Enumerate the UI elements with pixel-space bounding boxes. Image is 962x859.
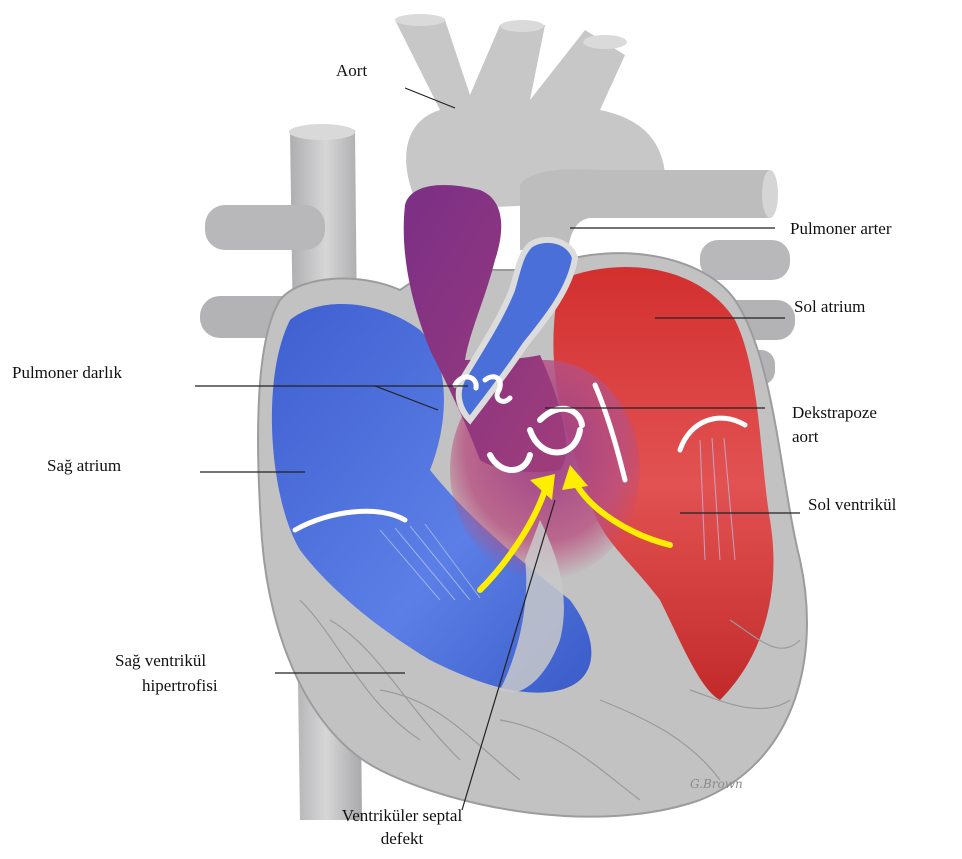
label-dekstrapoze-aort-line2: aort [792, 426, 818, 448]
label-vsd-line1: Ventriküler septal [322, 805, 482, 827]
label-sol-atrium: Sol atrium [794, 296, 865, 318]
label-sag-atrium: Sağ atrium [47, 455, 121, 477]
label-pulmoner-darlik: Pulmoner darlık [12, 362, 122, 384]
label-sol-ventrikul: Sol ventrikül [808, 494, 896, 516]
label-dekstrapoze-aort-line1: Dekstrapoze [792, 402, 877, 424]
label-vsd-line2: defekt [322, 828, 482, 850]
label-sag-ventrikul-line1: Sağ ventrikül [115, 650, 206, 672]
pulmonary-artery [520, 169, 778, 250]
label-sag-ventrikul-line2: hipertrofisi [142, 675, 218, 697]
label-aort: Aort [336, 60, 367, 82]
artist-signature: G.Brown [690, 777, 743, 791]
label-pulmoner-arter: Pulmoner arter [790, 218, 892, 240]
